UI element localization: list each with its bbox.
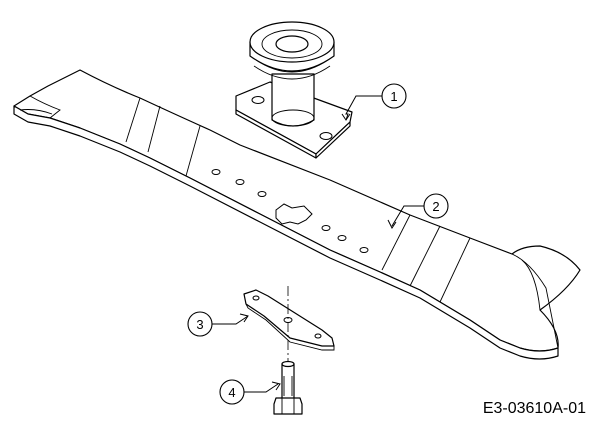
callout-4-number: 4 bbox=[228, 385, 235, 400]
callout-4: 4 bbox=[219, 379, 281, 405]
callout-3: 3 bbox=[187, 311, 249, 337]
pulley-spindle-part bbox=[235, 21, 353, 159]
blade-adapter-part bbox=[243, 289, 335, 351]
callout-2-number: 2 bbox=[432, 199, 439, 214]
callout-1: 1 bbox=[341, 83, 407, 121]
blade-part bbox=[13, 69, 581, 360]
callout-3-number: 3 bbox=[196, 317, 203, 332]
drawing-code-label: E3-03610A-01 bbox=[482, 400, 586, 417]
bolt-part bbox=[273, 360, 303, 415]
callout-1-number: 1 bbox=[390, 89, 397, 104]
callout-2: 2 bbox=[387, 193, 449, 229]
